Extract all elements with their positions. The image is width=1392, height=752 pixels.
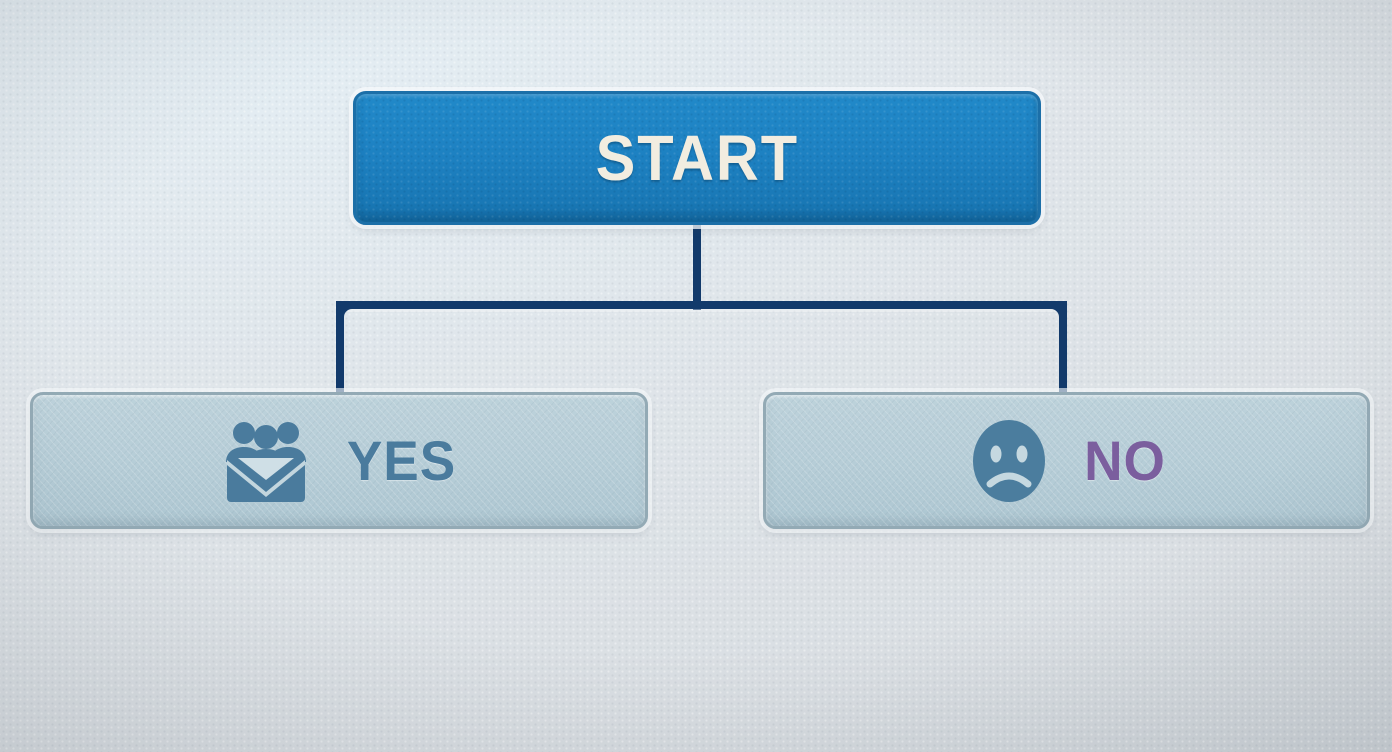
node-start-label: START	[595, 122, 799, 194]
node-no-label: NO	[1083, 429, 1166, 492]
connector-start-stem	[693, 222, 701, 310]
node-no[interactable]: NO	[763, 392, 1370, 529]
connector-drop-to-no	[1059, 301, 1067, 396]
sad-face-icon	[972, 419, 1045, 502]
node-no-content: NO	[966, 416, 1168, 506]
node-yes-label: YES	[347, 429, 457, 492]
node-start[interactable]: START	[353, 91, 1041, 225]
connector-corner-left	[336, 301, 366, 331]
connector-drop-to-yes	[336, 301, 344, 396]
connector-bar-highlight	[344, 309, 1059, 312]
connector-horizontal-bar	[336, 301, 1067, 309]
node-yes-content: YES	[218, 418, 459, 504]
node-yes[interactable]: YES	[30, 392, 648, 529]
group-envelope-icon	[226, 421, 307, 502]
connector-corner-right	[1037, 301, 1067, 331]
